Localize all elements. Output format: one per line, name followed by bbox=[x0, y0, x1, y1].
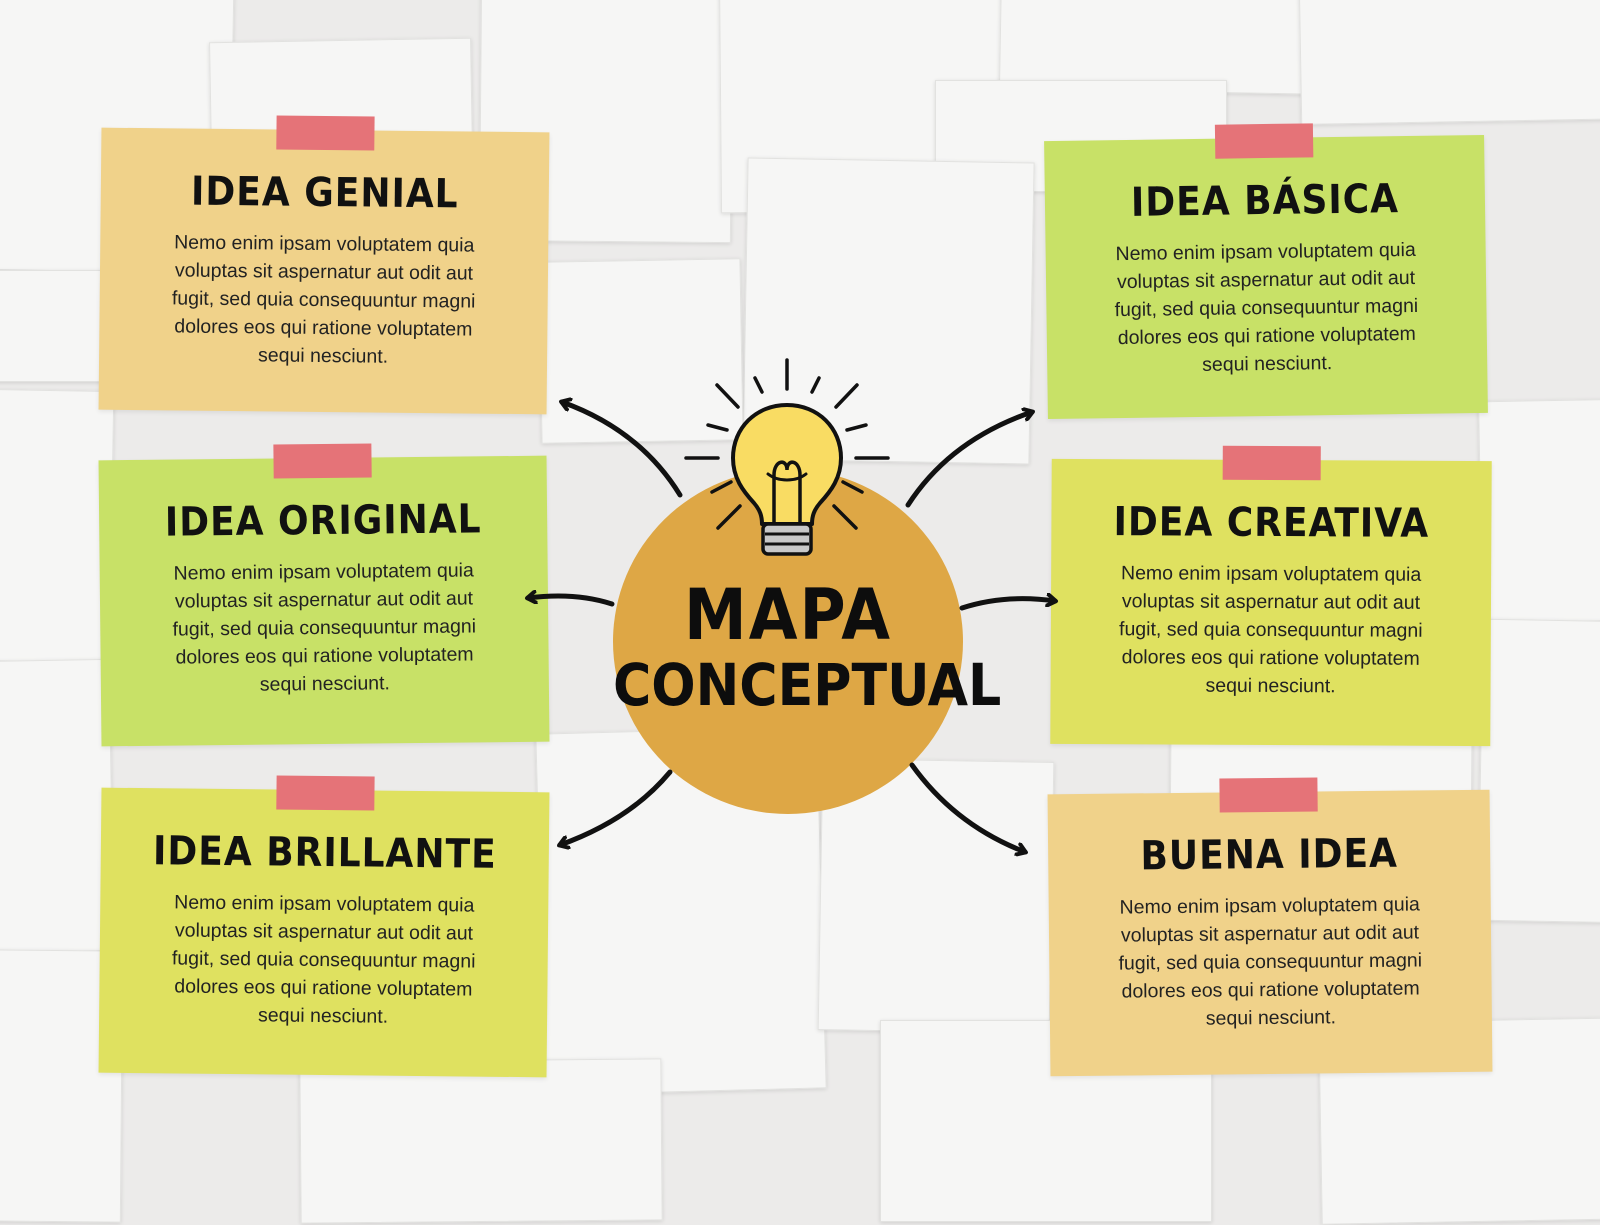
arrow-to-idea-original bbox=[528, 596, 615, 607]
arrow-to-idea-creativa bbox=[959, 599, 1055, 611]
arrow-to-idea-genial bbox=[562, 402, 683, 498]
arrow-to-idea-brillante bbox=[560, 769, 673, 845]
center-title: MAPA CONCEPTUAL bbox=[613, 574, 1002, 719]
center-title-line2: CONCEPTUAL bbox=[613, 651, 1002, 719]
background-sheet bbox=[880, 1020, 1212, 1222]
connector-layer bbox=[0, 358, 1600, 1200]
arrow-to-idea-basica bbox=[905, 412, 1032, 508]
center-title-line1: MAPA bbox=[684, 574, 892, 656]
lightbulb-icon bbox=[684, 358, 890, 556]
arrow-to-buena-idea bbox=[909, 762, 1025, 852]
